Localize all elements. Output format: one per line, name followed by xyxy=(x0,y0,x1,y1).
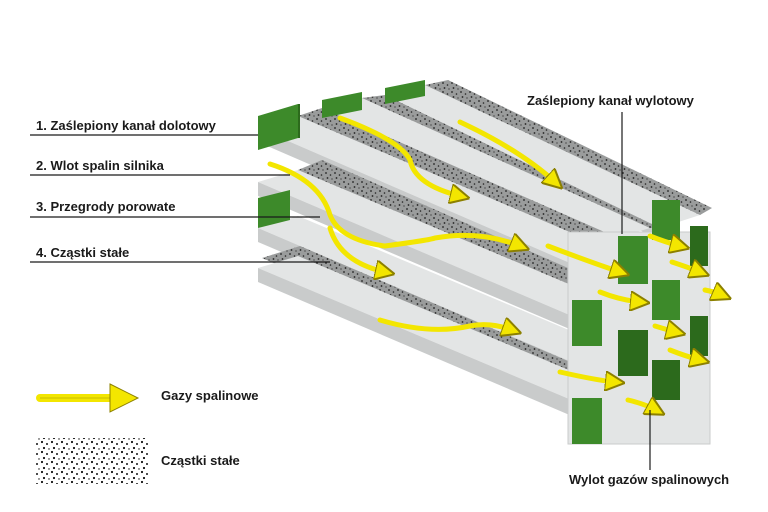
plug-outlet xyxy=(572,398,602,444)
callout-porous-walls: 3. Przegrody porowate xyxy=(36,199,176,214)
legend-gas-icon xyxy=(36,383,140,413)
plug-outlet xyxy=(652,360,680,400)
plug-inlet xyxy=(322,92,362,118)
callout-plugged-inlet: 1. Zaślepiony kanał dolotowy xyxy=(36,118,216,133)
callout-engine-exhaust-inlet: 2. Wlot spalin silnika xyxy=(36,158,164,173)
plug-outlet xyxy=(652,200,680,240)
plug-outlet xyxy=(690,316,708,356)
plug-inlet-group xyxy=(258,80,425,228)
porous-channel-back xyxy=(362,80,712,228)
plug-outlet xyxy=(572,300,602,346)
plug-outlet xyxy=(618,330,648,376)
gas-flow-arrows xyxy=(267,115,722,410)
callout-particulates: 4. Cząstki stałe xyxy=(36,245,130,260)
plug-inlet xyxy=(258,190,290,228)
plug-outlet xyxy=(690,226,708,266)
plug-outlet xyxy=(618,236,648,284)
leader-lines xyxy=(30,112,651,470)
legend-gas-label: Gazy spalinowe xyxy=(161,388,259,403)
callout-plugged-outlet: Zaślepiony kanał wylotowy xyxy=(527,93,694,108)
legend-particles-icon xyxy=(36,438,148,484)
callout-exhaust-outlet: Wylot gazów spalinowych xyxy=(569,472,730,487)
bottom-wall xyxy=(258,256,640,428)
front-face-grid xyxy=(567,200,711,445)
plug-inlet xyxy=(385,80,425,104)
legend-particles-label: Cząstki stałe xyxy=(161,453,240,468)
plug-inlet xyxy=(258,104,298,150)
plug-outlet xyxy=(652,280,680,320)
